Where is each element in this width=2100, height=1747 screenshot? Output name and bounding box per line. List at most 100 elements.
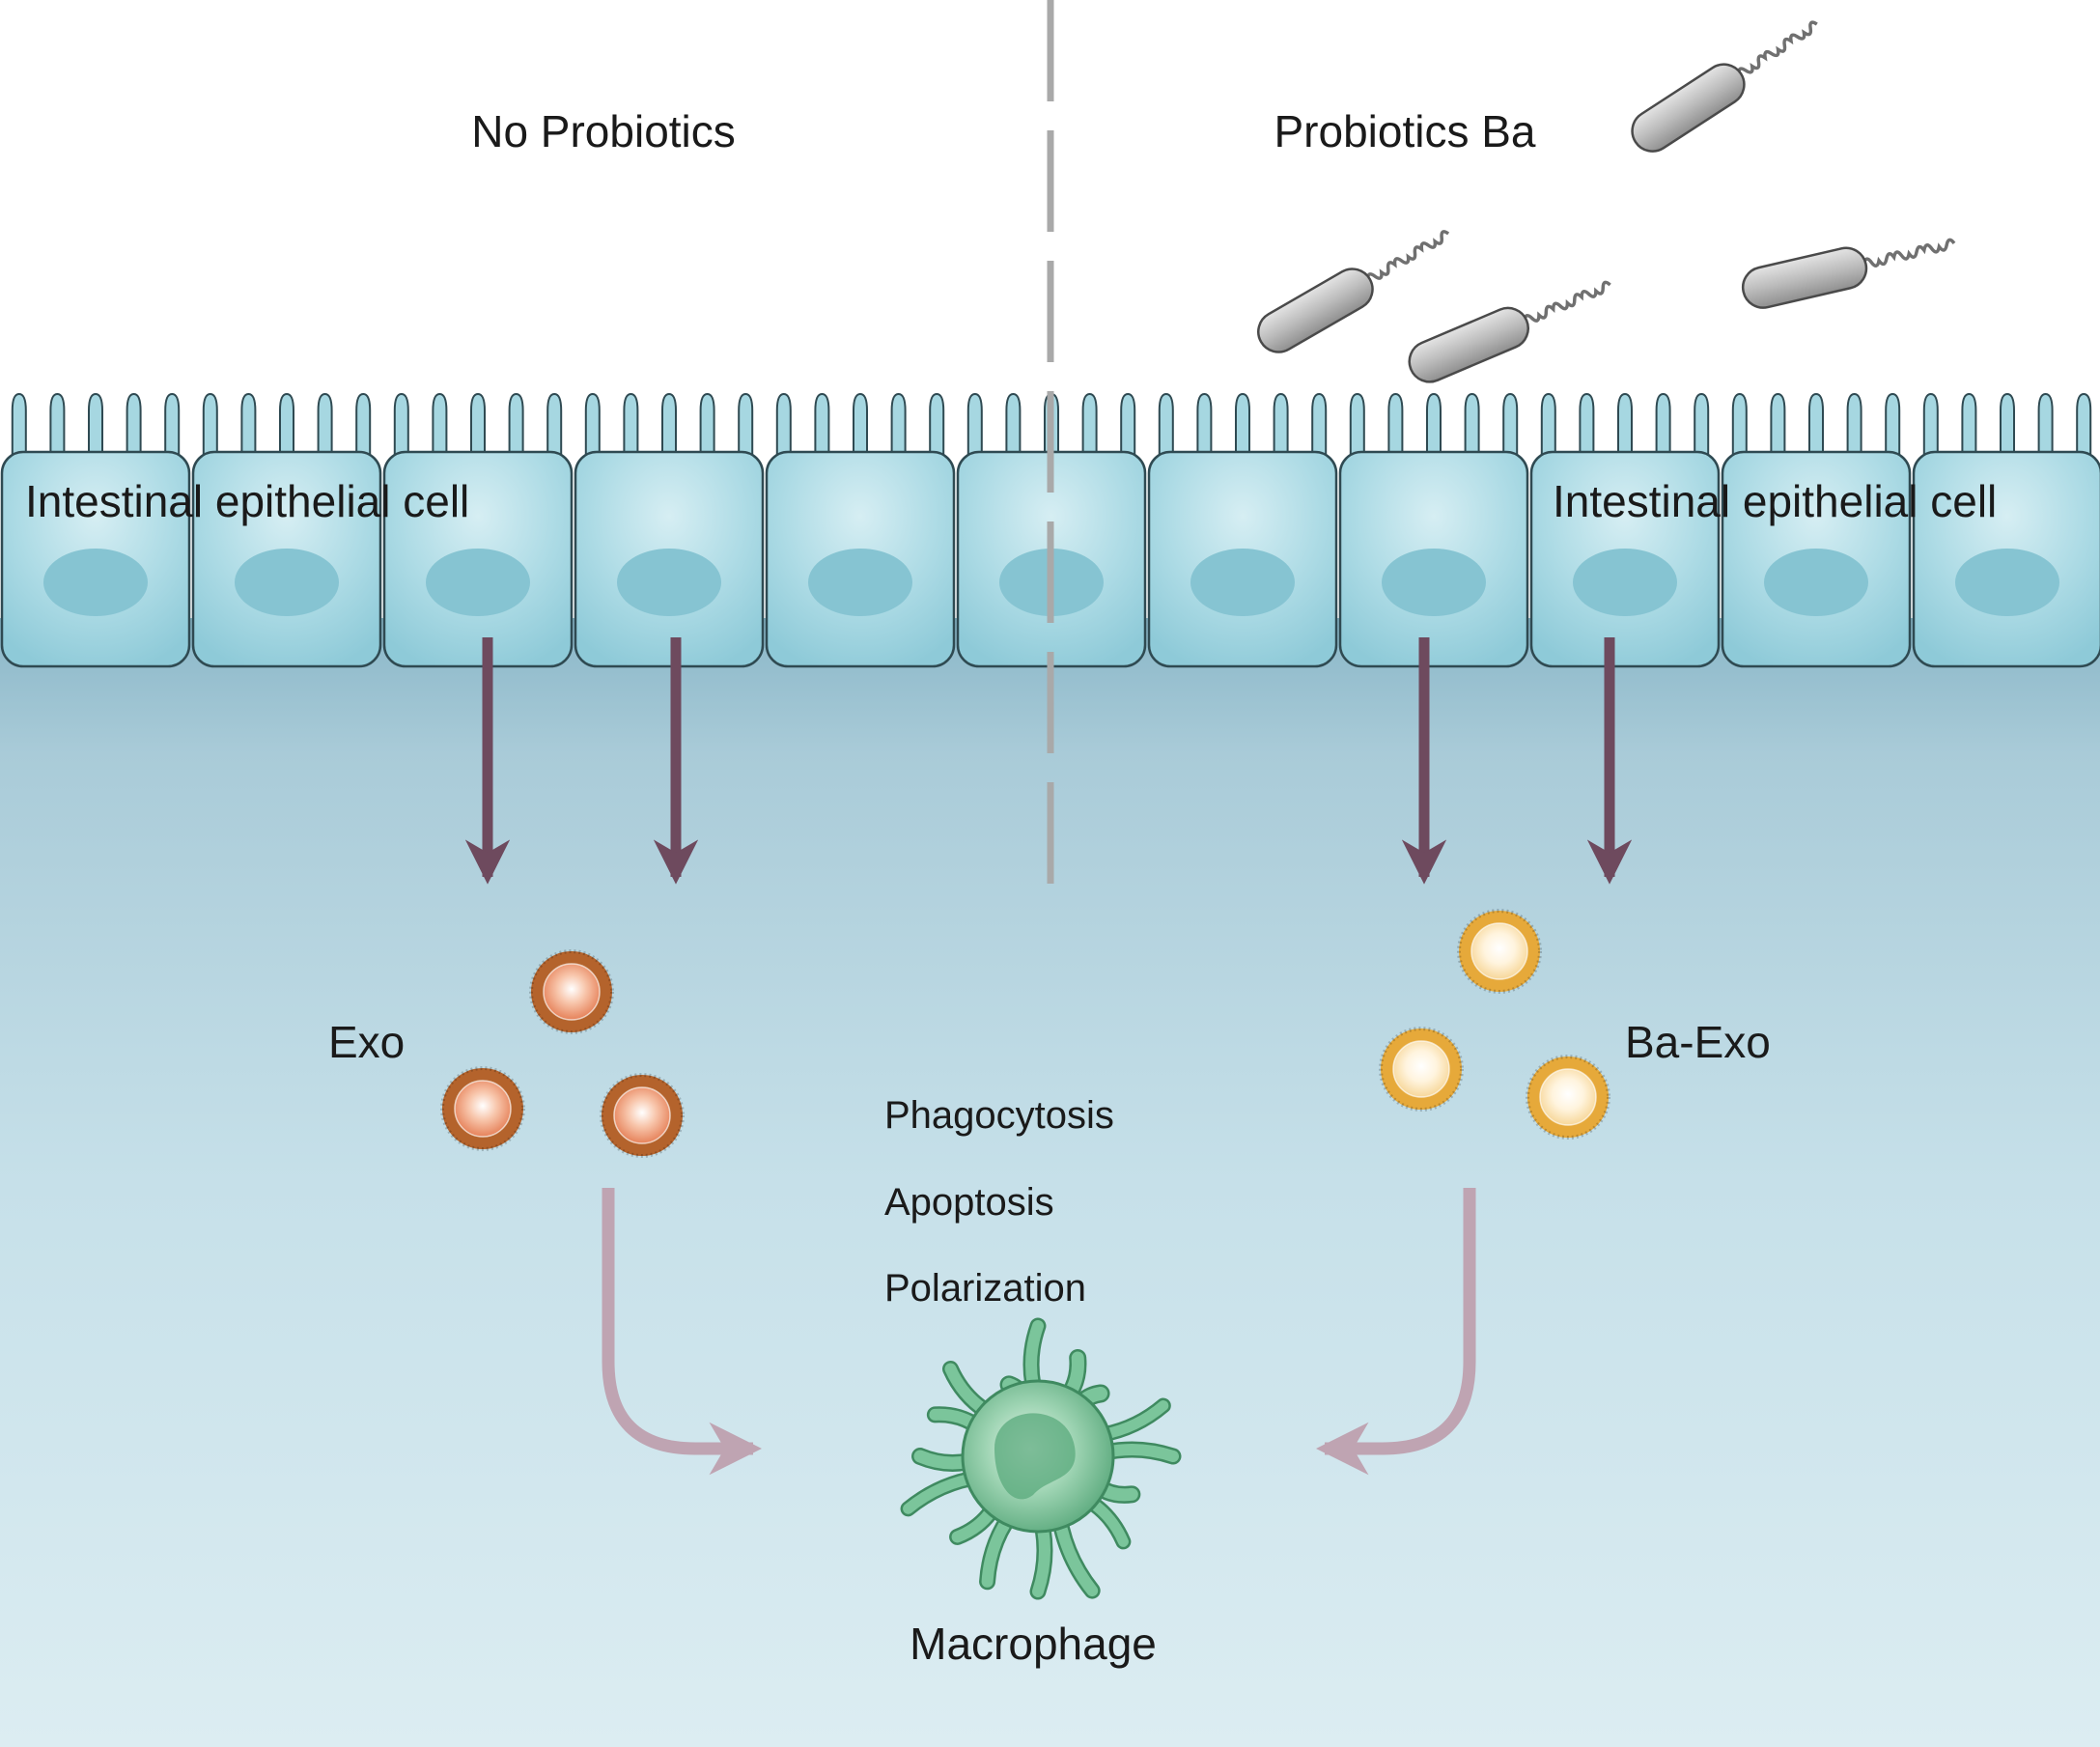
- microvillus: [1387, 392, 1404, 461]
- bacterium-body: [1741, 246, 1868, 309]
- microvillus: [699, 392, 715, 461]
- bacterium-body: [1631, 63, 1746, 153]
- epithelial-cell: [1721, 392, 1912, 668]
- exo-vesicle: [440, 1066, 525, 1151]
- ba-exo-vesicle: [1379, 1027, 1464, 1112]
- microvillus: [1885, 392, 1901, 461]
- macrophage-nucleus: [994, 1413, 1076, 1500]
- microvillus: [1005, 392, 1022, 461]
- vesicle-core: [1539, 1068, 1597, 1126]
- bacterium: [1631, 20, 1818, 153]
- microvillus: [1808, 392, 1824, 461]
- microvillus: [1120, 392, 1136, 461]
- nucleus: [1190, 549, 1295, 616]
- microvillus: [202, 392, 218, 461]
- microvillus: [929, 392, 945, 461]
- nucleus: [1955, 549, 2059, 616]
- nucleus: [1764, 549, 1868, 616]
- flagellum: [1366, 230, 1450, 281]
- bacterium: [1741, 238, 1956, 309]
- microvillus: [1349, 392, 1365, 461]
- epithelial-cell: [191, 392, 382, 668]
- microvillus: [470, 392, 486, 461]
- microvillus: [508, 392, 524, 461]
- microvillus: [279, 392, 294, 461]
- membrane-texture: [1457, 909, 1542, 994]
- microvillus: [432, 392, 448, 461]
- epithelial-cell: [1338, 392, 1529, 668]
- microvillus: [2037, 392, 2054, 461]
- microvillus: [1694, 392, 1710, 461]
- vesicle-core: [613, 1086, 671, 1144]
- effect-apoptosis: Apoptosis: [884, 1181, 1054, 1224]
- microvillus: [1158, 392, 1174, 461]
- microvillus: [738, 392, 754, 461]
- cell-label-right: Intestinal epithelial cell: [1553, 476, 1997, 526]
- microvillus: [164, 392, 181, 461]
- macrophage-label: Macrophage: [910, 1619, 1157, 1669]
- microvillus: [1502, 392, 1519, 461]
- microvillus: [240, 392, 257, 461]
- nucleus: [1382, 549, 1486, 616]
- microvillus: [661, 392, 677, 461]
- epithelial-cell: [382, 392, 574, 668]
- vesicle-core: [543, 963, 601, 1021]
- microvillus: [1311, 392, 1328, 461]
- bacterium: [1257, 230, 1450, 353]
- epithelial-cell: [1147, 392, 1338, 668]
- nucleus: [43, 549, 148, 616]
- epithelial-cell: [1529, 392, 1721, 668]
- ba-exo-vesicle: [1526, 1055, 1610, 1140]
- microvillus: [814, 392, 830, 461]
- microvillus: [2076, 392, 2092, 461]
- microvillus: [355, 392, 372, 461]
- nucleus: [426, 549, 530, 616]
- membrane-texture: [1526, 1055, 1610, 1140]
- exo-vesicle: [529, 949, 614, 1034]
- membrane-texture: [440, 1066, 525, 1151]
- microvillus: [966, 392, 983, 461]
- microvillus: [1196, 392, 1213, 461]
- exo-vesicle: [600, 1073, 685, 1158]
- bacterium: [1408, 280, 1611, 383]
- microvillus: [775, 392, 792, 461]
- effect-phagocytosis: Phagocytosis: [884, 1094, 1114, 1137]
- membrane-texture: [529, 949, 614, 1034]
- microvillus: [1961, 392, 1977, 461]
- effect-polarization: Polarization: [884, 1267, 1086, 1310]
- flagellum: [1737, 20, 1818, 75]
- vesicle-core: [1470, 922, 1528, 980]
- microvillus: [623, 392, 639, 461]
- ba-exo-vesicle: [1457, 909, 1542, 994]
- uptake-arrow-left: [602, 1188, 763, 1476]
- vesicle-core: [1392, 1040, 1450, 1098]
- microvillus: [393, 392, 409, 461]
- vesicle-core: [454, 1080, 512, 1138]
- microvillus: [2000, 392, 2015, 461]
- left-title: No Probiotics: [471, 106, 736, 156]
- microvillus: [1655, 392, 1671, 461]
- epithelial-cell: [765, 392, 956, 668]
- nucleus: [1573, 549, 1677, 616]
- bacterium-body: [1408, 306, 1529, 383]
- microvillus: [1922, 392, 1939, 461]
- probiotic-bacteria: [1257, 20, 1956, 383]
- microvillus: [1464, 392, 1480, 461]
- microvillus: [1081, 392, 1098, 461]
- right-title: Probiotics Ba: [1274, 106, 1535, 156]
- microvillus: [1235, 392, 1250, 461]
- macrophage-cell: [900, 1317, 1182, 1600]
- epithelial-cell: [1912, 392, 2100, 668]
- flagellum: [1523, 280, 1611, 323]
- microvillus: [126, 392, 142, 461]
- microvillus: [1426, 392, 1442, 461]
- nucleus: [235, 549, 339, 616]
- nucleus: [808, 549, 912, 616]
- membrane-texture: [1379, 1027, 1464, 1112]
- bacterium-body: [1257, 268, 1374, 353]
- cell-label-left: Intestinal epithelial cell: [25, 476, 469, 526]
- microvillus: [11, 392, 27, 461]
- microvillus: [317, 392, 333, 461]
- microvillus: [1731, 392, 1748, 461]
